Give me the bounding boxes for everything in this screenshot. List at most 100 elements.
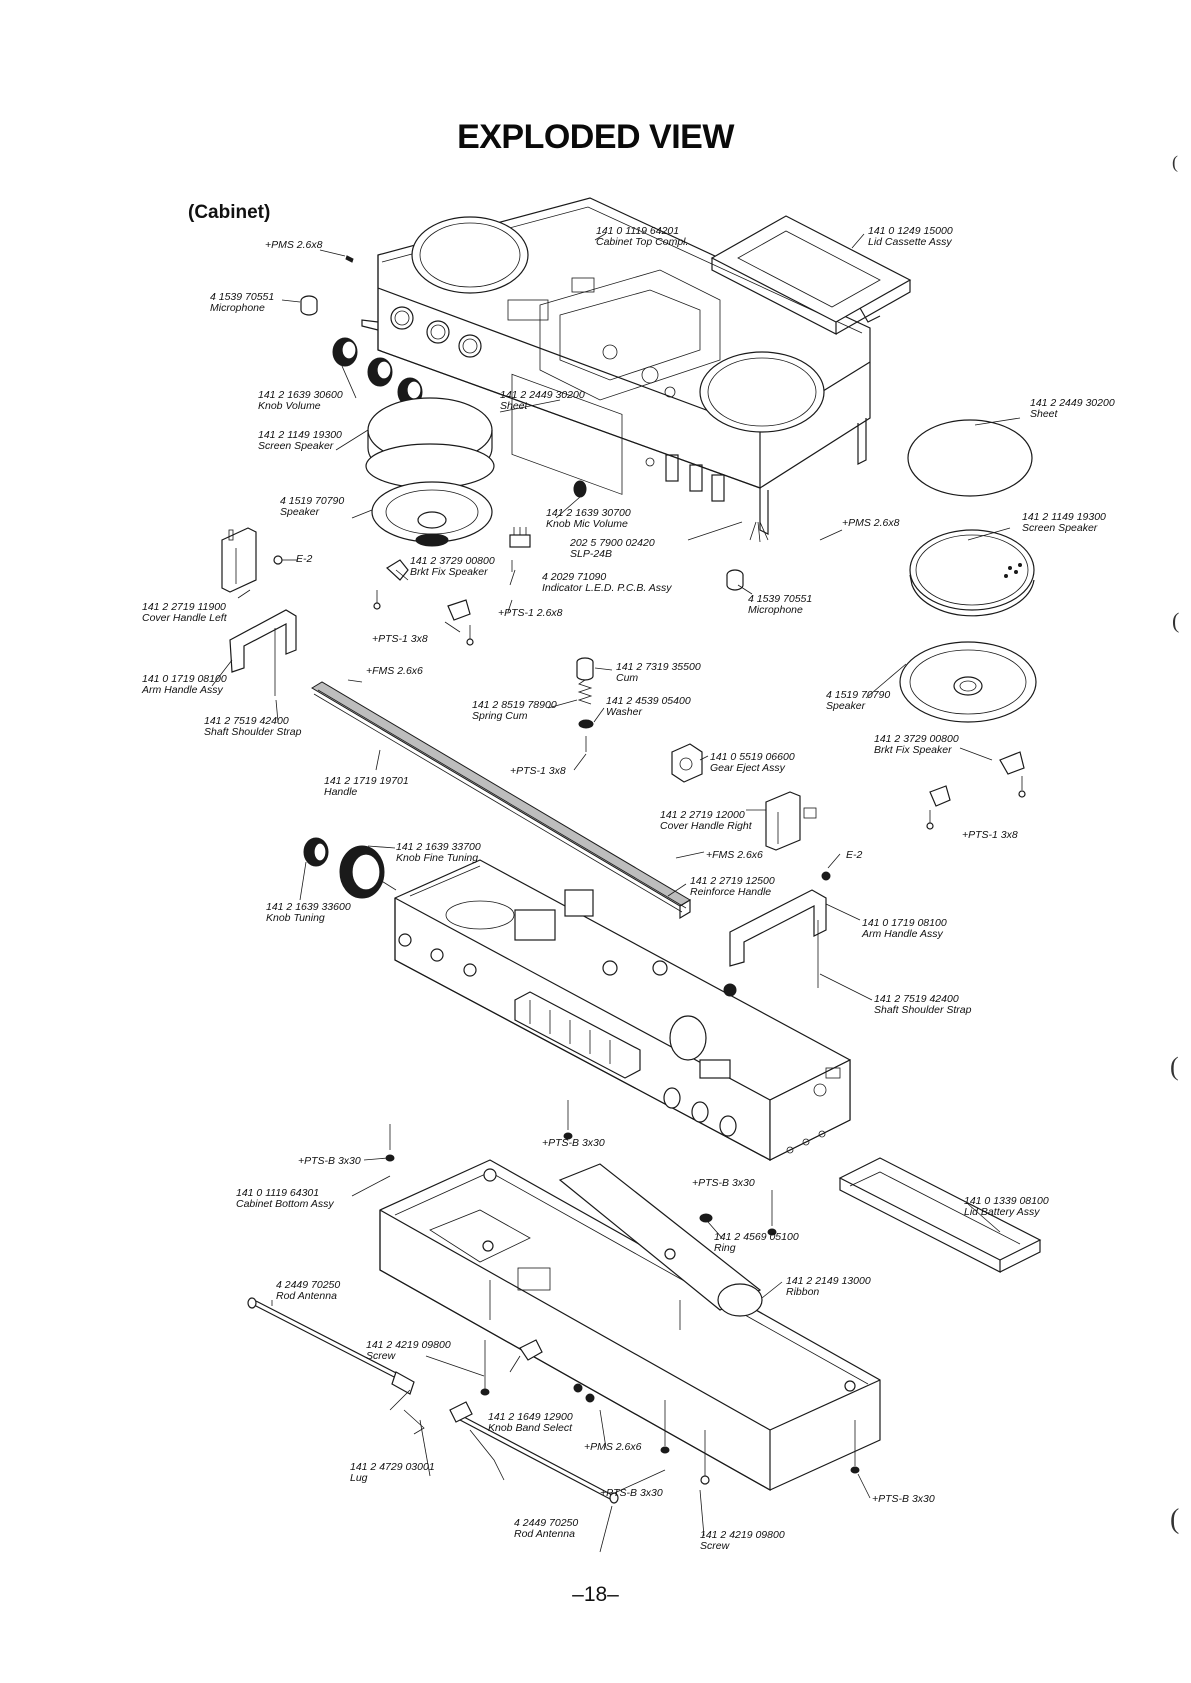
speaker-right-drawing <box>899 419 1037 723</box>
callout-pts-1-3x8-mid: +PTS-1 3x8 <box>510 766 566 777</box>
callout-pms-2-6x8-right: +PMS 2.6x8 <box>842 518 900 529</box>
part-number: 141 2 2449 30200 <box>500 389 585 401</box>
knob-volume-drawing <box>332 337 423 407</box>
margin-mark: ( <box>1172 608 1180 633</box>
part-number: 202 5 7900 02420 <box>570 537 655 549</box>
cum-assembly-drawing <box>576 657 594 752</box>
screw-drawings <box>385 1100 860 1485</box>
arm-handle-right-drawing <box>729 871 831 988</box>
part-name: Arm Handle Assy <box>142 684 223 696</box>
part-number: 141 0 1119 64301 <box>236 1187 320 1199</box>
page-number: –18– <box>572 1583 619 1606</box>
chassis-drawing <box>394 859 851 1161</box>
part-number: E-2 <box>846 849 863 861</box>
part-number: 141 2 2719 12500 <box>690 875 775 887</box>
part-number: +PTS-1 3x8 <box>962 829 1018 841</box>
part-number: 141 2 4219 09800 <box>700 1529 785 1541</box>
part-number: 141 0 5519 06600 <box>710 751 795 763</box>
part-name: Cabinet Bottom Assy <box>236 1198 334 1210</box>
part-name: Washer <box>606 706 642 718</box>
part-name: Handle <box>324 786 358 798</box>
part-number: 141 2 7519 42400 <box>874 993 959 1005</box>
part-number: 141 2 1649 12900 <box>488 1411 573 1423</box>
part-number: 141 2 1149 19300 <box>258 429 342 441</box>
part-number: 141 2 1149 19300 <box>1022 511 1106 523</box>
part-number: 141 2 3729 00800 <box>410 555 495 567</box>
bracket-drawings <box>373 559 1026 830</box>
microphone-drawings <box>300 255 744 591</box>
callout-pts-b-3x30-bottom: +PTS-B 3x30 <box>600 1488 663 1499</box>
part-name: Speaker <box>280 506 320 518</box>
part-number: 141 2 2719 12000 <box>660 809 745 821</box>
callout-e-2-right: E-2 <box>846 850 862 861</box>
part-name: Lid Cassette Assy <box>868 236 952 248</box>
part-number: +PMS 2.6x6 <box>584 1441 642 1453</box>
part-name: Microphone <box>210 302 265 314</box>
callout-pts-b-3x30-right: +PTS-B 3x30 <box>872 1494 935 1505</box>
part-number: 141 0 1339 08100 <box>964 1195 1049 1207</box>
part-name: Knob Band Select <box>488 1422 573 1434</box>
part-number: 141 2 2719 11900 <box>142 601 226 613</box>
cabinet-top-drawing <box>361 197 871 535</box>
part-name: Knob Volume <box>258 400 321 412</box>
callout-pms-2-6x6: +PMS 2.6x6 <box>584 1442 642 1453</box>
part-number: 141 0 1249 15000 <box>868 225 953 237</box>
cover-handle-right-drawing <box>765 791 817 851</box>
part-number: 4 2029 71090 <box>542 571 607 583</box>
part-number: +PMS 2.6x8 <box>842 517 900 529</box>
part-number: 141 2 1639 33700 <box>396 841 481 853</box>
part-number: +PTS-1 3x8 <box>510 765 566 777</box>
part-number: 4 2449 70250 <box>276 1279 341 1291</box>
part-number: 141 2 1639 30600 <box>258 389 343 401</box>
part-name: Screw <box>366 1350 396 1362</box>
part-name: Knob Mic Volume <box>546 518 628 530</box>
callout-pts-1-3x8-right: +PTS-1 3x8 <box>962 830 1018 841</box>
margin-mark: ( <box>1170 1052 1179 1081</box>
part-number: 141 0 1719 08100 <box>142 673 227 685</box>
part-number: 4 1519 70790 <box>280 495 345 507</box>
part-number: +PTS-1 2.6x8 <box>498 607 563 619</box>
part-number: 141 2 4569 05100 <box>714 1231 799 1243</box>
part-name: Sheet <box>500 400 528 412</box>
part-number: +FMS 2.6x6 <box>366 665 423 677</box>
part-number: 141 2 3729 00800 <box>874 733 959 745</box>
part-number: 141 2 7519 42400 <box>204 715 289 727</box>
part-number: 4 2449 70250 <box>514 1517 579 1529</box>
callout-pts-b-3x30-mid: +PTS-B 3x30 <box>542 1138 605 1149</box>
part-number: 141 2 8519 78900 <box>472 699 557 711</box>
part-number: +PMS 2.6x8 <box>265 239 323 251</box>
rod-antenna-drawings <box>247 1297 619 1504</box>
margin-mark: ( <box>1172 152 1178 172</box>
cover-handle-left-drawing <box>221 527 297 696</box>
part-name: Gear Eject Assy <box>710 762 785 774</box>
part-name: Brkt Fix Speaker <box>874 744 952 756</box>
part-name: Screen Speaker <box>258 440 334 452</box>
callout-pts-1-2-6x8: +PTS-1 2.6x8 <box>498 608 563 619</box>
callout-fms-2-6x6-right: +FMS 2.6x6 <box>706 850 763 861</box>
callout-e-2-left: E-2 <box>296 554 312 565</box>
part-name: Rod Antenna <box>514 1528 575 1540</box>
callout-pms-2-6x8-top: +PMS 2.6x8 <box>265 240 323 251</box>
part-name: Knob Fine Tuning <box>396 852 479 864</box>
part-number: 141 2 2149 13000 <box>786 1275 871 1287</box>
indicator-led-drawing <box>509 480 769 572</box>
